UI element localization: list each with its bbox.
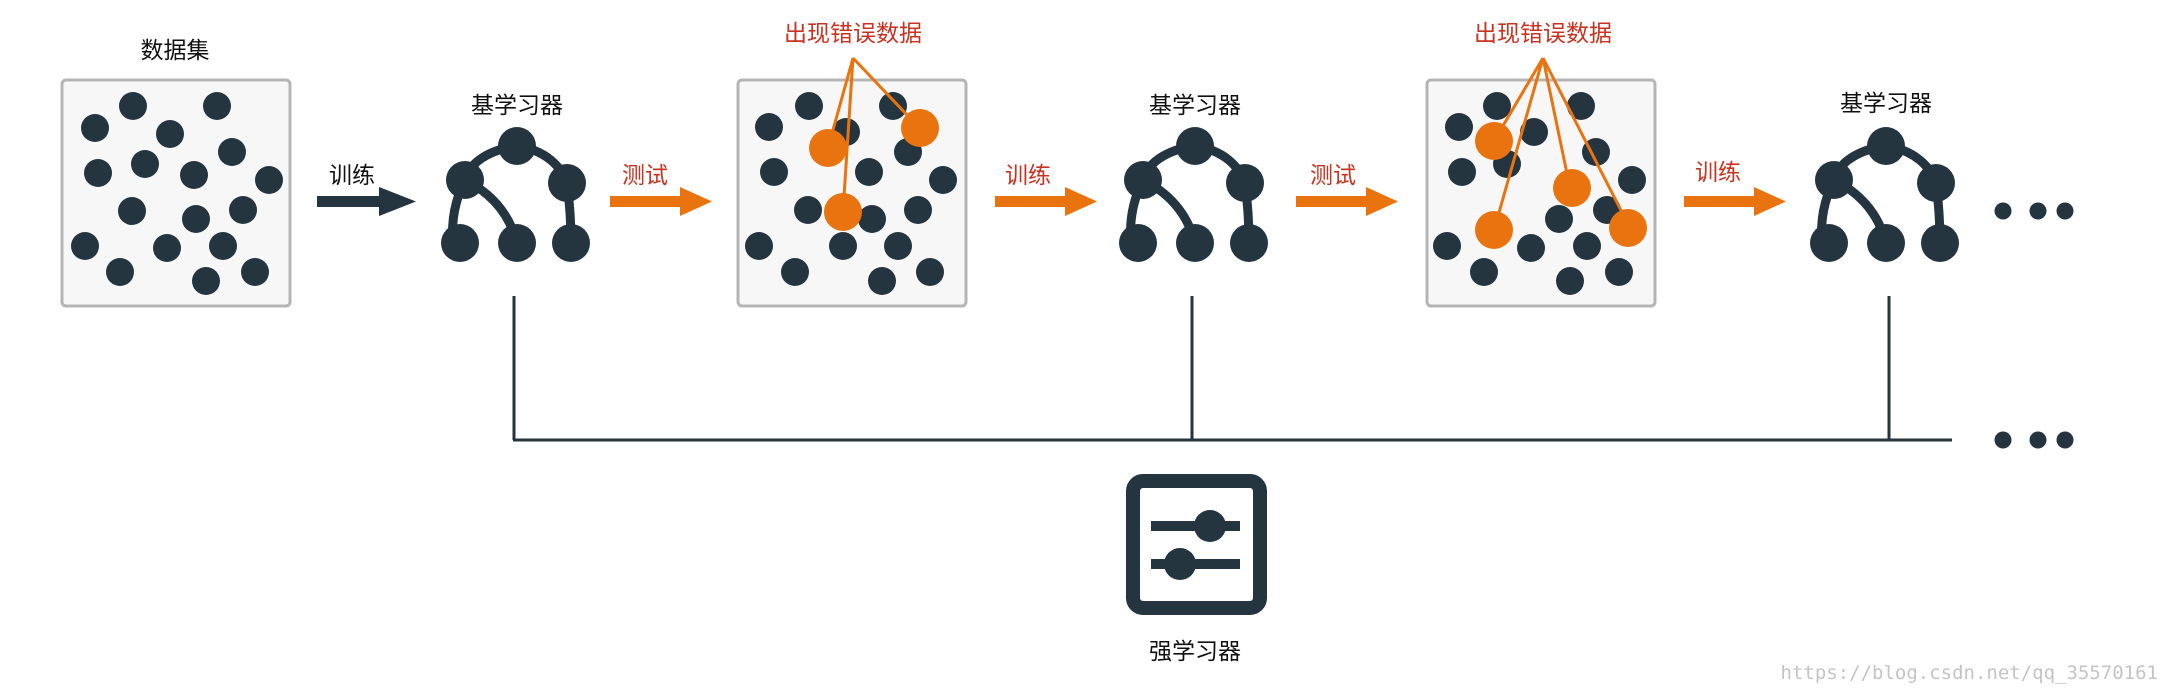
train-arrow-2: [995, 187, 1097, 216]
train-label-2: 训练: [1005, 163, 1051, 189]
base-learner-label-1: 基学习器: [471, 93, 563, 119]
test-label-2: 测试: [1310, 163, 1356, 189]
ellipsis-icon: [1994, 202, 2074, 220]
test-label-1: 测试: [622, 163, 668, 189]
error-points-2: [1475, 122, 1647, 249]
dataset-label: 数据集: [141, 38, 210, 64]
combination-lines: [512, 296, 1952, 442]
tree-network-icon: [1810, 127, 1959, 262]
test-arrow-1: [610, 187, 712, 216]
sliders-icon: [1126, 474, 1267, 615]
base-learner-label-3: 基学习器: [1840, 91, 1932, 117]
tree-network-icon: [1119, 127, 1268, 262]
test-box-2: [1425, 57, 1657, 308]
error-data-label-2: 出现错误数据: [1474, 21, 1612, 47]
strong-learner-label: 强学习器: [1149, 639, 1241, 665]
dataset-points: [71, 92, 283, 295]
test-arrow-2: [1296, 187, 1398, 216]
base-learner-label-2: 基学习器: [1149, 93, 1241, 119]
error-points-1: [809, 109, 939, 231]
ellipsis-icon: [1994, 431, 2074, 449]
train-label-3: 训练: [1695, 160, 1741, 186]
train-arrow-1: [317, 187, 416, 216]
train-arrow-3: [1684, 187, 1786, 216]
train-label-1: 训练: [329, 163, 375, 189]
dataset-box: [60, 78, 292, 308]
tree-network-icon: [441, 127, 590, 262]
watermark: https://blog.csdn.net/qq_35570161: [1781, 662, 2159, 684]
test-box-1: [736, 56, 968, 308]
error-data-label-1: 出现错误数据: [784, 21, 922, 47]
